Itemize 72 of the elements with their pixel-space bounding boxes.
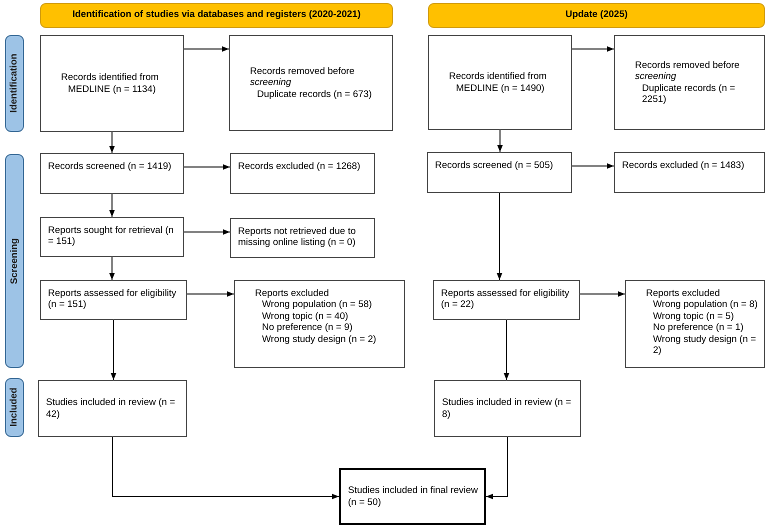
arrow	[497, 130, 503, 152]
box-text: MEDLINE (n = 1134)	[67, 84, 157, 95]
box-text: Records identified from	[449, 71, 548, 82]
arrow	[184, 229, 230, 235]
box-text: Records excluded (n = 1268)	[238, 161, 362, 172]
box-text: Duplicate records (n = 673)	[256, 88, 373, 100]
box-text: Reports assessed for eligibility (n = 22)	[441, 288, 570, 311]
phase-header	[428, 3, 765, 28]
box-text: Reports excluded	[255, 288, 330, 300]
process-box	[428, 35, 572, 130]
arrow	[496, 192, 502, 280]
box-text: Records removed before screening	[635, 60, 741, 82]
box-text: Studies included in final review (n = 50)	[348, 485, 479, 508]
process-box	[434, 380, 581, 437]
process-box	[229, 35, 393, 131]
arrow	[572, 163, 614, 169]
box-text: Reports sought for retrieval (n = 151)	[48, 225, 175, 248]
box-text: Wrong study design (n = 2)	[261, 334, 378, 345]
box-text: Reports assessed for eligibility (n = 151)	[48, 288, 178, 311]
final-box	[339, 468, 486, 525]
box-text: Wrong topic (n = 40)	[261, 310, 350, 322]
arrow	[504, 320, 510, 380]
arrow	[572, 46, 614, 52]
stage-band	[5, 154, 24, 368]
box-text: No preference (n = 1)	[652, 322, 745, 334]
stage-label: Screening	[7, 238, 20, 284]
arrow	[580, 291, 626, 297]
process-box	[40, 280, 187, 320]
box-text: Reports not retrieved due to missing online listing (n = 0)	[238, 226, 357, 249]
box-text: Wrong study design (n = 2)	[652, 334, 758, 356]
box-text: Duplicate records (n = 2251)	[641, 82, 736, 106]
process-box	[625, 280, 765, 368]
phase-header	[40, 3, 393, 28]
arrow	[109, 194, 115, 218]
arrow	[184, 164, 230, 170]
box-text: Wrong population (n = 58)	[261, 299, 373, 311]
box-text: MEDLINE (n = 1490)	[455, 82, 546, 94]
box-text: Records screened (n = 505)	[435, 160, 554, 172]
box-text: Records identified from	[61, 72, 160, 84]
box-text: Records removed before screening	[250, 66, 356, 89]
arrow	[109, 132, 115, 154]
arrow	[109, 256, 115, 280]
arrow	[184, 46, 230, 52]
process-box	[38, 380, 187, 437]
header-text: Identification of studies via databases and registers (2020-2021)	[72, 8, 361, 22]
box-text: Records screened (n = 1419)	[48, 161, 172, 172]
process-box	[234, 280, 405, 368]
arrow	[486, 436, 508, 500]
box-text: Wrong topic (n = 5)	[652, 310, 735, 322]
process-box	[230, 218, 375, 258]
box-text: Reports excluded	[646, 288, 721, 300]
box-text: Studies included in review (n = 8)	[442, 397, 572, 420]
process-box	[40, 217, 184, 257]
arrow	[110, 320, 116, 380]
process-box	[433, 280, 580, 320]
header-text: Update (2025)	[565, 8, 628, 22]
arrow	[112, 436, 340, 500]
arrow	[186, 291, 234, 297]
box-text: Studies included in review (n = 42)	[46, 397, 176, 420]
stage-label: Included	[7, 388, 20, 428]
process-box	[614, 35, 765, 130]
box-text: No preference (n = 9)	[261, 322, 354, 334]
process-box	[230, 153, 375, 194]
box-text: Wrong population (n = 8)	[652, 299, 759, 311]
box-text: Records excluded (n = 1483)	[622, 160, 746, 172]
process-box	[614, 152, 765, 193]
stage-label: Identification	[7, 54, 20, 114]
stage-band	[5, 378, 24, 437]
process-box	[427, 152, 572, 193]
process-box	[40, 153, 184, 194]
process-box	[40, 35, 184, 132]
stage-band	[5, 35, 24, 132]
